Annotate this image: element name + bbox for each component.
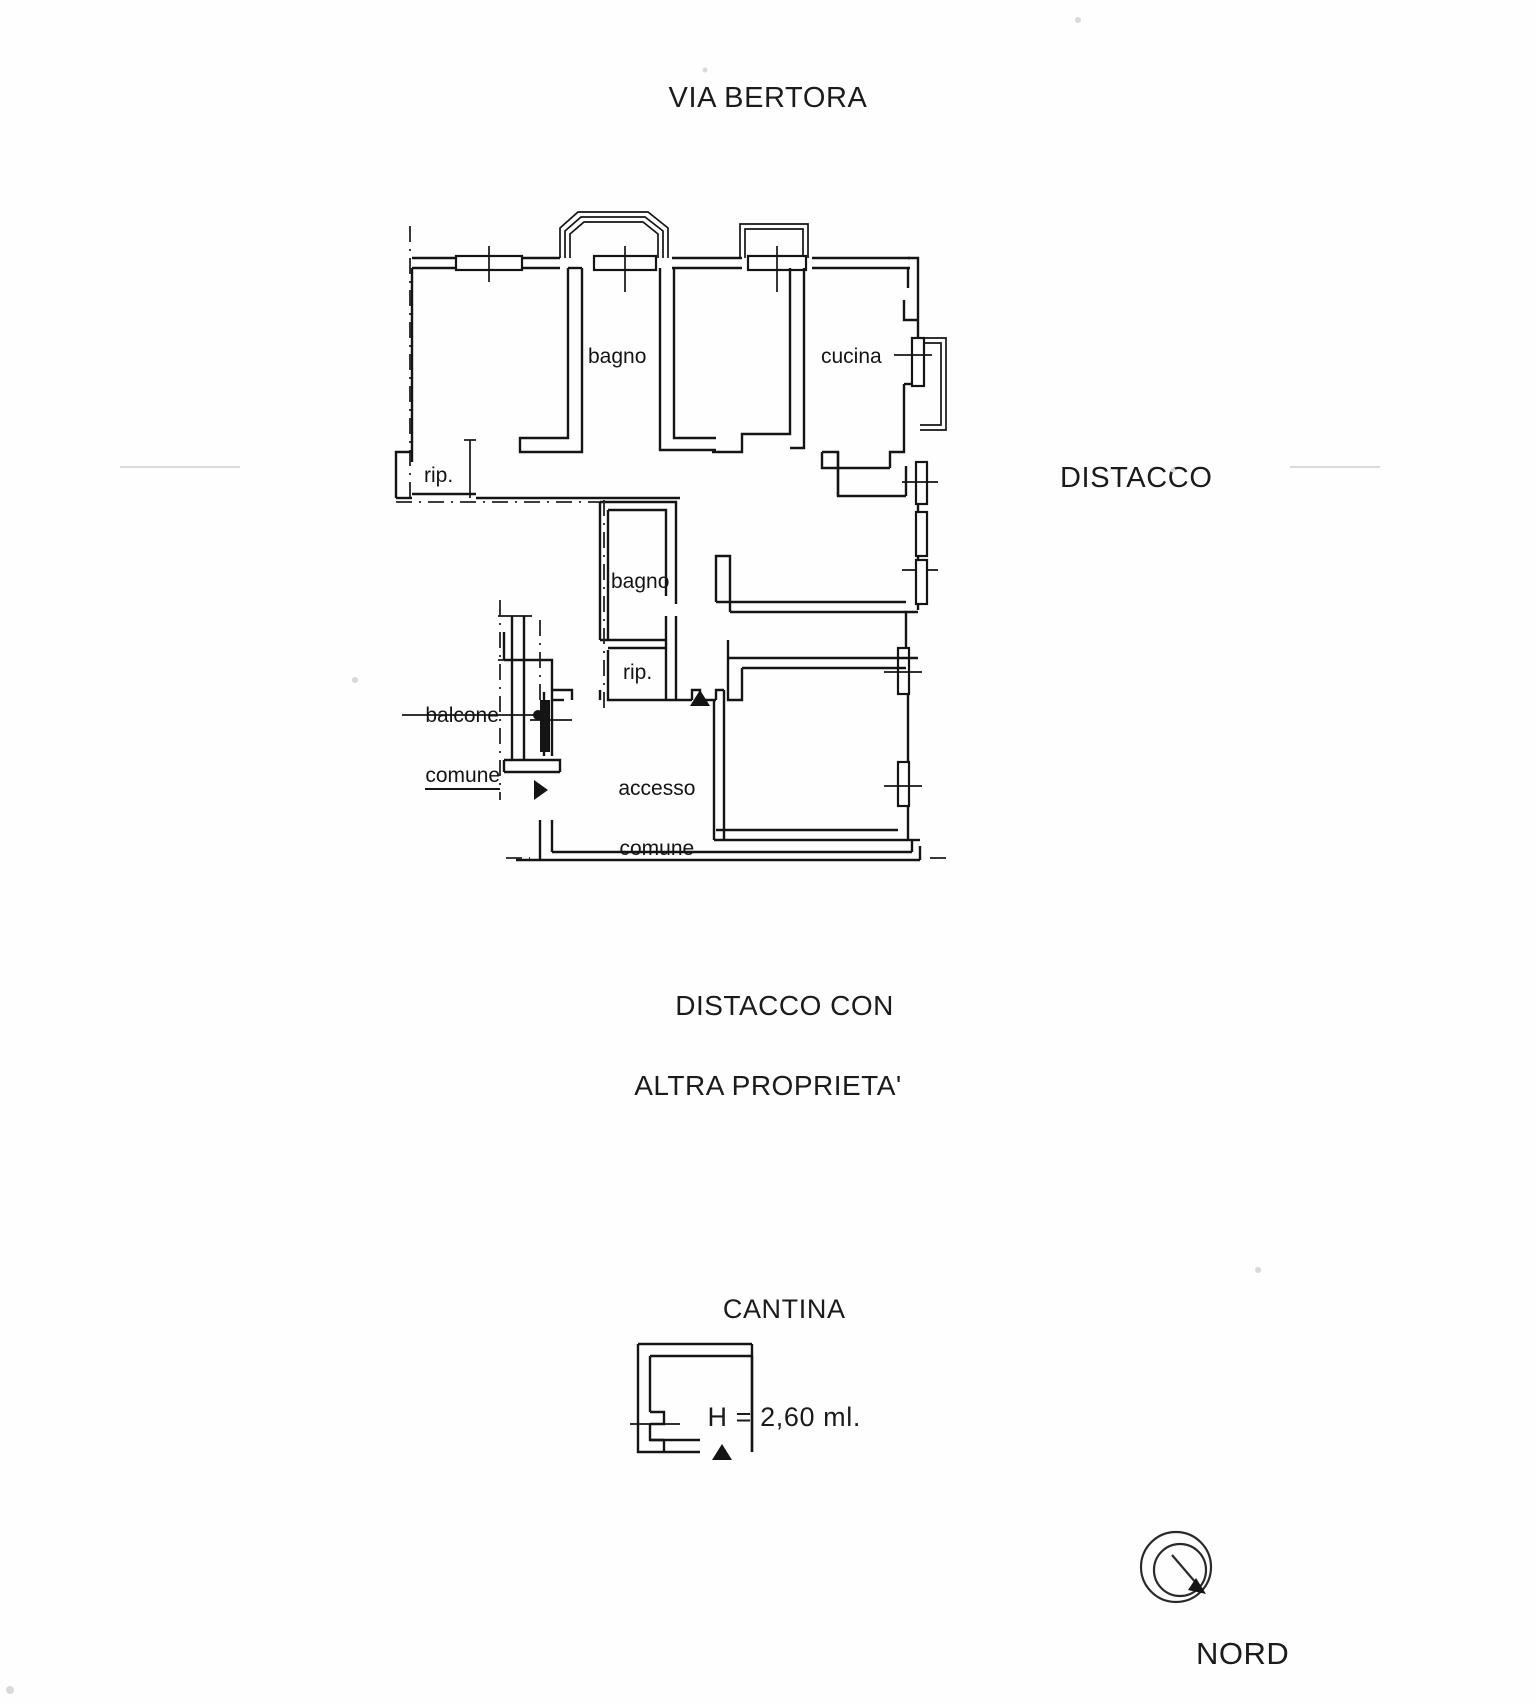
callout-balcone-line2: comune	[425, 764, 501, 790]
right-wall-window-3	[914, 558, 929, 606]
room-label-rip-top: rip.	[424, 464, 454, 487]
distacco-line1: DISTACCO CON	[675, 990, 894, 1021]
room-label-rip-lower: rip.	[623, 661, 653, 684]
street-title: VIA BERTORA	[668, 82, 868, 114]
cantina-height: H = 2,60 ml.	[707, 1402, 861, 1432]
compass-label-nord: NORD	[1196, 1636, 1290, 1671]
scan-artifacts	[6, 17, 1380, 1694]
callout-accesso-line1: accesso	[618, 777, 696, 800]
balcone-comune-structure	[498, 615, 574, 774]
top-wall-window-3	[746, 246, 808, 292]
right-wall-window-4	[884, 646, 922, 696]
callout-accesso-comune: accesso comune	[595, 744, 695, 894]
cantina-title: CANTINA	[722, 1294, 846, 1324]
top-wall-window-2	[592, 246, 658, 292]
right-wall-window-1	[902, 460, 938, 506]
distacco-altra-proprieta-label: DISTACCO CON ALTRA PROPRIETA'	[0, 946, 1536, 1186]
room-label-bagno-top: bagno	[588, 345, 647, 368]
callout-balcone-comune: balcone comune	[402, 671, 501, 821]
distacco-line2: ALTRA PROPRIETA'	[634, 1070, 902, 1101]
cantina-drawing	[630, 1342, 754, 1460]
callout-balcone-line1: balcone	[425, 704, 499, 727]
room-label-cucina: cucina	[821, 345, 882, 368]
top-right-window-box	[739, 223, 809, 258]
callout-accesso-line2: comune	[619, 837, 695, 860]
distacco-label: DISTACCO	[1060, 462, 1213, 494]
top-wall-window-1	[454, 246, 524, 282]
compass-rose	[1139, 1530, 1213, 1604]
room-label-bagno-lower: bagno	[611, 570, 670, 593]
cucina-window-box	[894, 336, 947, 431]
rip-top-closet	[394, 439, 476, 500]
cantina-heading-block: CANTINA H = 2,60 ml.	[0, 1228, 1536, 1498]
balcone-leader	[402, 710, 543, 720]
apartment-walls	[394, 211, 948, 862]
accesso-comune-walls	[712, 688, 908, 842]
bay-window	[559, 211, 669, 258]
direction-arrows	[534, 690, 710, 800]
bagno-lower-walls	[598, 500, 678, 700]
right-wall-window-5	[884, 760, 922, 808]
